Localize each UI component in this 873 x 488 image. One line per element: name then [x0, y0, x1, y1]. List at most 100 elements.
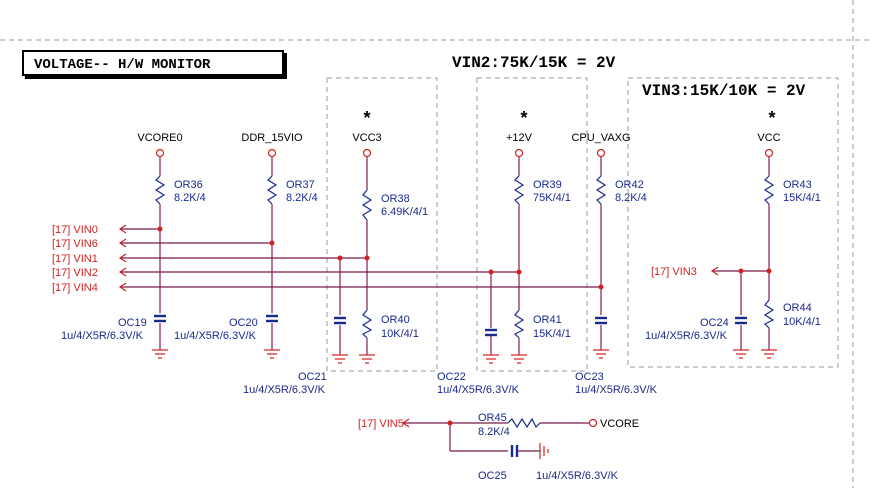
port-vin2: [17] VIN2	[52, 267, 98, 279]
star-vcc: *	[768, 108, 775, 128]
vin2-note: VIN2:75K/15K = 2V	[452, 54, 616, 72]
net-12v: +12V	[506, 132, 533, 144]
net-vcc3: VCC3	[352, 132, 381, 144]
value-oc23: 1u/4/X5R/6.3V/K	[575, 384, 658, 396]
arrow-left-icon	[118, 282, 127, 292]
ref-or41: OR41	[533, 314, 562, 326]
value-oc25: 1u/4/X5R/6.3V/K	[536, 470, 619, 482]
ref-or39: OR39	[533, 179, 562, 191]
star-vcc3: *	[363, 108, 370, 128]
ref-oc22: OC22	[437, 371, 466, 383]
arrow-left-icon	[118, 253, 127, 263]
ref-or36: OR36	[174, 179, 203, 191]
power-pin-cpu-vaxg	[596, 148, 606, 158]
port-arrows	[118, 224, 719, 428]
ref-oc23: OC23	[575, 371, 604, 383]
ground-icon	[761, 349, 777, 359]
value-or38: 6.49K/4/1	[381, 206, 428, 218]
resistor-or42	[595, 175, 607, 205]
port-vin6: [17] VIN6	[52, 238, 98, 250]
value-oc24: 1u/4/X5R/6.3V/K	[645, 330, 728, 342]
net-vcore: VCORE	[600, 418, 639, 430]
ref-or37: OR37	[286, 179, 315, 191]
value-or37: 8.2K/4	[286, 192, 318, 204]
value-oc19: 1u/4/X5R/6.3V/K	[61, 330, 144, 342]
port-vin3: [17] VIN3	[651, 266, 697, 278]
resistor-or36	[154, 175, 166, 205]
net-vcc: VCC	[757, 132, 780, 144]
value-or45: 8.2K/4	[478, 426, 510, 438]
ref-oc21: OC21	[298, 371, 327, 383]
port-vin4: [17] VIN4	[52, 282, 98, 294]
resistor-or45	[507, 417, 541, 429]
ref-oc19: OC19	[118, 317, 147, 329]
group-box-vcc3	[326, 77, 438, 372]
value-or44: 10K/4/1	[783, 316, 821, 328]
arrow-left-icon	[118, 238, 127, 248]
power-pin-12v	[514, 148, 524, 158]
junction-dots	[157, 226, 772, 426]
value-oc20: 1u/4/X5R/6.3V/K	[174, 330, 257, 342]
ref-or44: OR44	[783, 302, 812, 314]
power-pin-vcore	[588, 418, 598, 428]
net-vcore0: VCORE0	[137, 132, 182, 144]
ground-icon	[332, 354, 348, 364]
resistor-or39	[513, 175, 525, 205]
resistor-or40	[361, 309, 373, 339]
ref-or43: OR43	[783, 179, 812, 191]
arrow-left-icon	[401, 418, 410, 428]
value-oc22: 1u/4/X5R/6.3V/K	[437, 384, 520, 396]
ground-icon	[152, 349, 168, 359]
ref-or40: OR40	[381, 314, 410, 326]
ref-or38: OR38	[381, 193, 410, 205]
power-connectors	[155, 148, 774, 158]
ground-icon	[359, 354, 375, 364]
port-vin1: [17] VIN1	[52, 253, 98, 265]
ground-icon	[539, 443, 549, 459]
value-oc21: 1u/4/X5R/6.3V/K	[243, 384, 326, 396]
value-or40: 10K/4/1	[381, 328, 419, 340]
power-pin-vcore0	[155, 148, 165, 158]
page-title: VOLTAGE-- H/W MONITOR	[22, 50, 284, 76]
signal-wires	[120, 228, 769, 452]
ground-icon	[733, 349, 749, 359]
value-or36: 8.2K/4	[174, 192, 206, 204]
ref-oc25: OC25	[478, 470, 507, 482]
port-vin0: [17] VIN0	[52, 224, 98, 236]
resistor-or38	[361, 189, 373, 221]
resistor-or43	[763, 175, 775, 205]
resistor-symbols	[154, 175, 775, 429]
value-or41: 15K/4/1	[533, 328, 571, 340]
ref-or45: OR45	[478, 412, 507, 424]
port-vin5: [17] VIN5	[358, 418, 404, 430]
group-box-12v	[476, 77, 588, 372]
ground-icon	[511, 354, 527, 364]
capacitor-symbols	[154, 314, 747, 457]
vin3-note: VIN3:15K/10K = 2V	[642, 82, 806, 100]
arrow-left-icon	[710, 266, 719, 276]
group-box-vcc	[627, 77, 839, 368]
ground-icon	[593, 349, 609, 359]
net-cpu-vaxg: CPU_VAXG	[571, 132, 630, 144]
power-pin-ddr	[267, 148, 277, 158]
arrow-left-icon	[118, 267, 127, 277]
ref-or42: OR42	[615, 179, 644, 191]
arrow-left-icon	[118, 224, 127, 234]
power-pin-vcc3	[362, 148, 372, 158]
resistor-or37	[266, 175, 278, 205]
resistor-or44	[763, 299, 775, 329]
value-or39: 75K/4/1	[533, 192, 571, 204]
value-or42: 8.2K/4	[615, 192, 647, 204]
ground-icon	[264, 349, 280, 359]
ground-icon	[483, 354, 499, 364]
value-or43: 15K/4/1	[783, 192, 821, 204]
power-pin-vcc	[764, 148, 774, 158]
star-12v: *	[520, 108, 527, 128]
resistor-or41	[513, 309, 525, 339]
vertical-wires	[159, 157, 770, 355]
net-ddr-15vio: DDR_15VIO	[241, 132, 303, 144]
ground-symbols	[152, 349, 777, 459]
ref-oc24: OC24	[700, 317, 729, 329]
ref-oc20: OC20	[229, 317, 258, 329]
